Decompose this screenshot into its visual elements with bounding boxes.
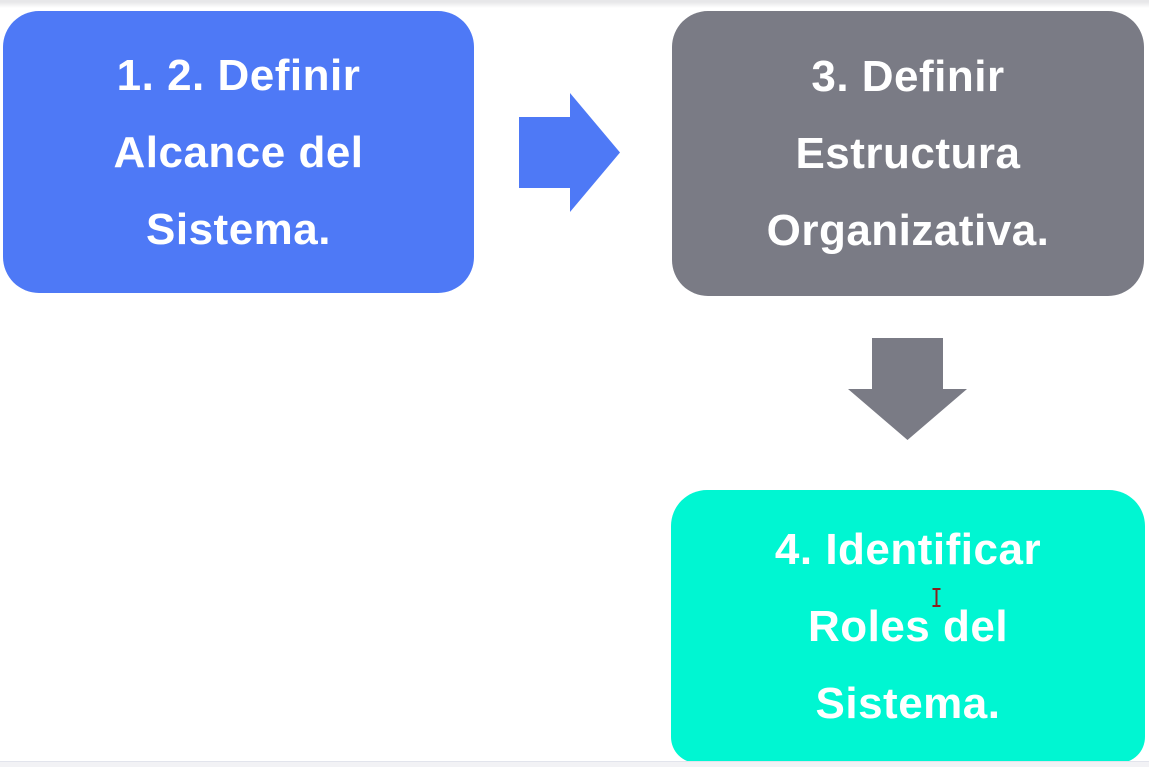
step-4-line-1: 4. Identificar [774, 525, 1042, 574]
step-box-4-identificar-roles[interactable]: 4. Identificar Roles del Sistema. [671, 490, 1145, 763]
canvas-bottom-edge [0, 761, 1149, 767]
arrow-down-shape [848, 338, 967, 440]
arrow-down-connector[interactable] [848, 338, 967, 440]
step-box-1-definir-alcance[interactable]: 1. 2. Definir Alcance del Sistema. [3, 11, 474, 293]
step-1-line-2: Alcance del [113, 127, 364, 177]
step-3-line-2: Estructura [795, 129, 1021, 178]
step-1-line-3: Sistema. [146, 204, 331, 254]
step-4-line-2: Roles del [807, 602, 1009, 651]
arrow-right-connector[interactable] [519, 93, 620, 212]
step-4-line-3: Sistema. [815, 679, 1001, 728]
step-3-line-3: Organizativa. [766, 206, 1050, 255]
step-box-3-definir-estructura[interactable]: 3. Definir Estructura Organizativa. [672, 11, 1144, 296]
text-ibeam-cursor [932, 588, 941, 607]
step-3-line-1: 3. Definir [811, 52, 1005, 101]
canvas-top-edge [0, 0, 1149, 8]
arrow-right-shape [519, 93, 620, 212]
step-1-line-1: 1. 2. Definir [116, 50, 361, 100]
text-ibeam-glyph [932, 588, 941, 607]
